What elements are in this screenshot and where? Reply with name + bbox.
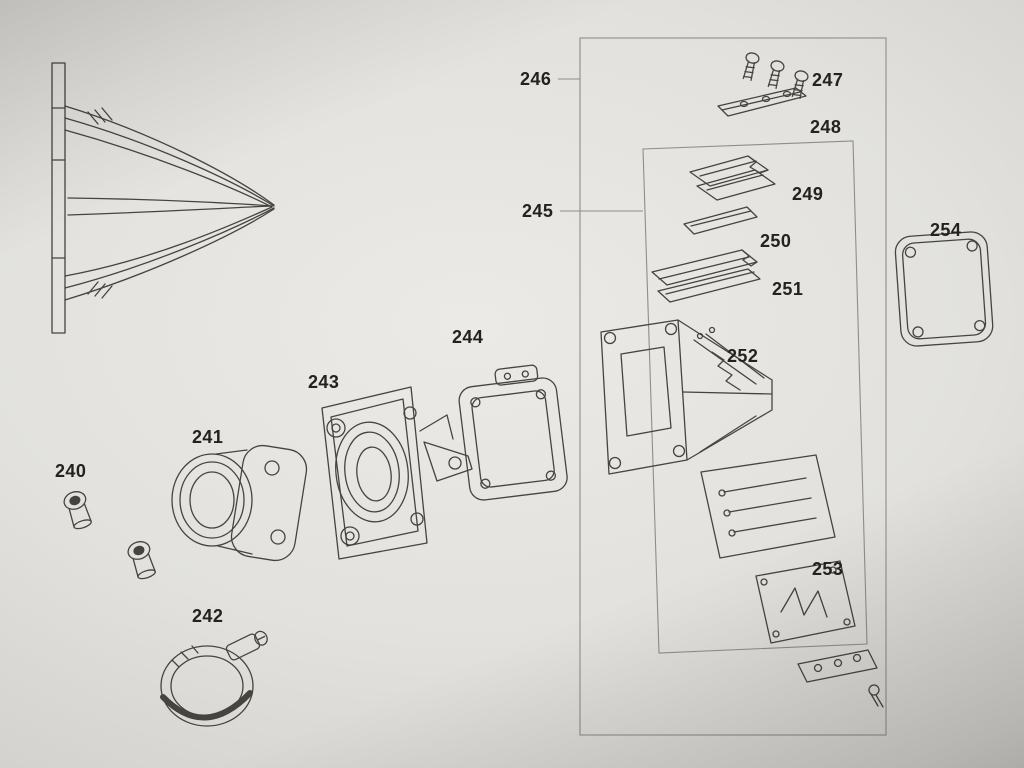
hose-clamp-drawing <box>160 630 268 727</box>
part-label-246: 246 <box>520 69 551 89</box>
part-label-253: 253 <box>812 559 843 579</box>
part-label-251: 251 <box>772 279 803 299</box>
reed-250-drawing <box>683 206 758 235</box>
part-label-254: 254 <box>930 220 961 240</box>
part-label-249: 249 <box>792 184 823 204</box>
reed-251-drawing <box>651 249 761 303</box>
group-box-245 <box>642 140 868 654</box>
part-label-243: 243 <box>308 372 339 392</box>
intake-boot-drawing <box>171 444 308 562</box>
part-label-241: 241 <box>192 427 223 447</box>
gasket-254-drawing <box>894 231 994 347</box>
reed-cage-252-drawing <box>600 319 773 475</box>
part-label-244: 244 <box>452 327 483 347</box>
reed-petals-249-drawing <box>689 155 776 201</box>
part-label-245: 245 <box>522 201 553 221</box>
bolt-240-drawing <box>63 491 156 580</box>
gasket-244-drawing <box>458 364 568 501</box>
group-box-246 <box>579 37 887 736</box>
screws-247-drawing <box>742 52 809 100</box>
reed-plate-253-drawing <box>700 454 884 708</box>
part-label-250: 250 <box>760 231 791 251</box>
part-label-240: 240 <box>55 461 86 481</box>
part-label-252: 252 <box>727 346 758 366</box>
manifold-flange-drawing <box>321 386 473 560</box>
part-label-242: 242 <box>192 606 223 626</box>
part-label-248: 248 <box>810 117 841 137</box>
reed-profile-drawing <box>51 62 275 334</box>
reed-stopper-248-drawing <box>717 87 807 117</box>
part-label-247: 247 <box>812 70 843 90</box>
